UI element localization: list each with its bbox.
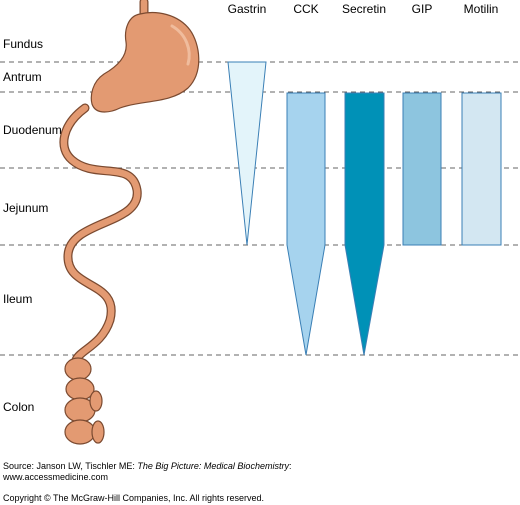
copyright-notice: Copyright © The McGraw-Hill Companies, I… bbox=[3, 493, 265, 503]
bar-motilin bbox=[461, 92, 502, 246]
hormone-label-cck: CCK bbox=[293, 2, 318, 16]
source-suffix: : bbox=[288, 461, 292, 471]
region-label-antrum: Antrum bbox=[3, 70, 42, 84]
hormone-bars bbox=[227, 61, 502, 356]
region-label-fundus: Fundus bbox=[3, 37, 43, 51]
region-label-ileum: Ileum bbox=[3, 292, 32, 306]
intestine-tube bbox=[60, 0, 148, 364]
stomach bbox=[90, 11, 200, 113]
source-url: www.accessmedicine.com bbox=[3, 472, 109, 482]
bar-cck bbox=[286, 92, 326, 356]
region-label-colon: Colon bbox=[3, 400, 34, 414]
bar-gastrin bbox=[227, 61, 267, 246]
hormone-label-motilin: Motilin bbox=[464, 2, 499, 16]
region-label-duodenum: Duodenum bbox=[3, 123, 62, 137]
bar-gip bbox=[402, 92, 442, 246]
colon bbox=[64, 357, 105, 445]
hormone-label-gip: GIP bbox=[412, 2, 433, 16]
source-title: The Big Picture: Medical Biochemistry bbox=[137, 461, 289, 471]
bar-secretin bbox=[344, 92, 385, 356]
gi-tract-illustration bbox=[59, 0, 200, 445]
hormone-label-secretin: Secretin bbox=[342, 2, 386, 16]
stomach-highlight bbox=[170, 24, 191, 66]
hormone-label-gastrin: Gastrin bbox=[228, 2, 267, 16]
source-prefix: Source: Janson LW, Tischler ME: bbox=[3, 461, 138, 471]
source-citation: Source: Janson LW, Tischler ME: The Big … bbox=[3, 461, 291, 472]
region-label-jejunum: Jejunum bbox=[3, 201, 48, 215]
